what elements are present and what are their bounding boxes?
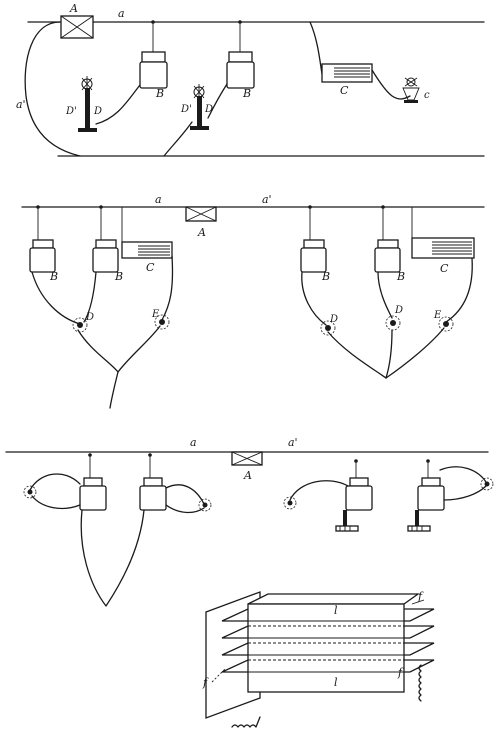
label-E: E [151,309,160,320]
label-C: C [146,261,155,274]
spiral-wire-icon [418,664,422,702]
induction-coil-icon [226,51,255,89]
condenser-icon [411,237,475,259]
induction-coil-icon [417,477,445,511]
condenser-icon [321,63,373,83]
arc-lamp-icon [78,76,97,132]
label-a: a [155,193,162,206]
label-D: D [329,314,338,325]
label-f-top-right: f [417,590,424,603]
label-l-bottom: l [334,676,338,689]
figure-2: a a' A B B C [21,193,485,409]
label-f-left: f [202,676,209,689]
induction-coil-icon [300,239,327,273]
induction-coil-icon [29,239,56,273]
spark-burst-icon [198,498,212,512]
spiral-wire-icon [231,716,261,728]
label-B: B [321,270,330,283]
condenser-icon [121,241,173,259]
label-a-prime: a' [262,193,272,206]
label-C: C [440,262,449,275]
induction-coil-icon [139,51,168,89]
induction-coil-icon [139,477,167,511]
arc-lamp-icon [335,510,359,532]
label-E: E [433,310,442,321]
return-loop [80,509,145,607]
coil-wire [207,83,228,119]
label-D: D [85,312,94,323]
label-B-2: B [242,87,251,100]
arc-lamp-icon [407,510,431,532]
figure-3: a a' A [5,436,494,607]
coil-wire [95,84,141,125]
label-D-2: D [204,104,213,115]
spark-burst-icon [72,317,88,333]
label-C-1: C [340,84,349,97]
label-B: B [114,270,123,283]
spark-burst-icon [154,314,170,330]
spark-burst-icon [385,315,401,331]
label-f-bottom-right: f [397,666,404,679]
label-B: B [49,270,58,283]
figure-1: A a a' B B D' D [16,2,485,157]
dielectric-block [247,603,405,693]
figure-4-condenser: l l f f f [202,590,435,728]
label-D-prime-2: D' [180,104,192,115]
label-l-top: l [334,604,338,617]
fuse-box-icon [60,15,94,39]
return-loop [24,21,81,157]
label-A: A [243,469,252,482]
label-D-prime-1: D' [65,106,77,117]
induction-coil-icon [79,477,107,511]
label-a: a [118,7,125,20]
spark-burst-icon [438,316,454,332]
fuse-box-icon [185,206,217,222]
label-B-1: B [155,87,164,100]
spark-burst-icon [283,496,297,510]
label-B: B [396,270,405,283]
induction-coil-icon [374,239,401,273]
label-A: A [69,2,78,15]
induction-coil-icon [92,239,119,273]
spark-burst-icon [320,320,336,336]
spark-burst-icon [23,485,37,499]
label-a-prime: a' [288,436,298,449]
fuse-box-icon [231,451,263,466]
spark-burst-icon [480,477,494,491]
label-a: a [190,436,197,449]
label-a-prime: a' [16,98,26,111]
arc-lamp-icon [190,84,209,130]
induction-coil-icon [345,477,373,511]
label-D: D [394,305,403,316]
label-A: A [197,226,206,239]
label-D-1: D [93,106,102,117]
arc-lamp-icon [402,77,420,103]
label-c: c [424,90,430,101]
